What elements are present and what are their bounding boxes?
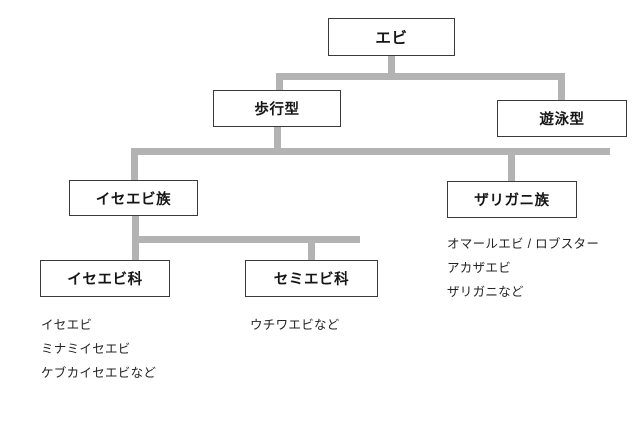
connector-to-crayfish-tribe	[508, 148, 515, 182]
node-swimming-type[interactable]: 遊泳型	[497, 100, 627, 137]
connector-level2-bus	[131, 148, 610, 155]
connector-spiny-tribe-stem	[132, 215, 139, 241]
connector-root-stem	[388, 56, 395, 78]
node-slipper-lobster-family[interactable]: セミエビ科	[245, 260, 378, 297]
example-item: ウチワエビなど	[250, 318, 340, 332]
connector-to-walking	[276, 73, 283, 92]
node-spiny-lobster-tribe[interactable]: イセエビ族	[69, 180, 198, 216]
example-item: アカザエビ	[447, 261, 512, 275]
example-item: イセエビ	[41, 318, 93, 332]
node-walking-type[interactable]: 歩行型	[213, 90, 341, 127]
example-item: オマールエビ / ロブスター	[447, 237, 600, 251]
examples-slipper-lobster-family: ウチワエビなど	[250, 313, 340, 337]
node-crayfish-tribe[interactable]: ザリガニ族	[447, 181, 577, 218]
example-item: ミナミイセエビ	[41, 342, 131, 356]
connector-to-swimming	[558, 73, 565, 102]
connector-level1-bus	[276, 73, 565, 80]
connector-to-spiny-tribe	[131, 148, 138, 182]
connector-to-slipper-family	[308, 236, 315, 262]
connector-walking-stem	[274, 127, 281, 151]
examples-spiny-lobster-family: イセエビ ミナミイセエビ ケブカイセエビなど	[41, 313, 156, 385]
connector-to-spiny-family	[132, 236, 139, 262]
example-item: ザリガニなど	[447, 285, 524, 299]
example-item: ケブカイセエビなど	[41, 366, 157, 380]
connector-level3-bus	[132, 236, 360, 243]
examples-crayfish-tribe: オマールエビ / ロブスター アカザエビ ザリガニなど	[447, 232, 599, 304]
node-root-shrimp[interactable]: エビ	[328, 18, 455, 56]
node-spiny-lobster-family[interactable]: イセエビ科	[40, 260, 170, 297]
